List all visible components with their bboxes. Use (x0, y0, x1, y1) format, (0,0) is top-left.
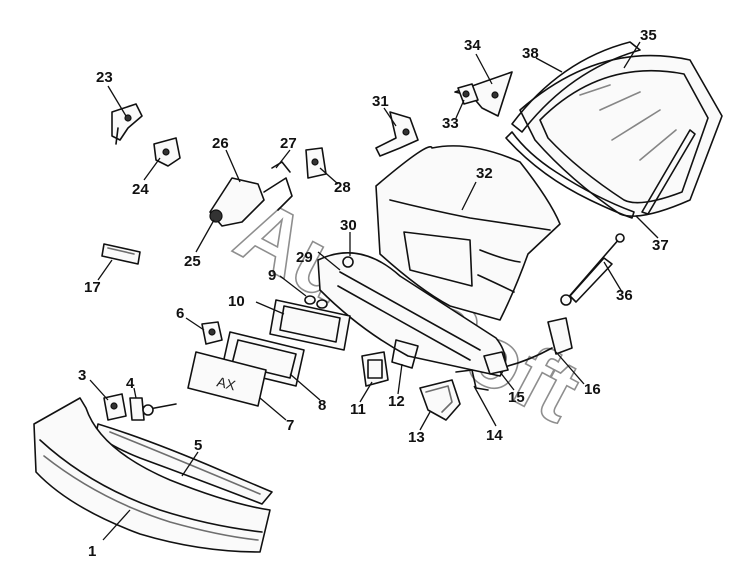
callout-26: 26 (212, 135, 229, 152)
lamp-bracket-part (455, 351, 509, 391)
gas-strut-part (560, 233, 625, 306)
windscreen-moulding-part (511, 41, 641, 133)
latch-mechanism-part (209, 161, 293, 227)
windscreen-part (519, 54, 723, 217)
callout-10: 10 (228, 293, 245, 310)
plate-bracket-part (269, 295, 351, 351)
front-bumper-part (33, 397, 271, 553)
headlamp-bracket-part (507, 317, 573, 367)
callout-4: 4 (126, 375, 135, 392)
callout-12: 12 (388, 393, 405, 410)
callout-16: 16 (584, 381, 601, 398)
callout-15: 15 (508, 389, 525, 406)
callout-29: 29 (296, 249, 313, 266)
callout-numbers: 1 3 4 5 6 7 8 9 10 11 12 13 14 15 16 17 … (78, 27, 669, 560)
callout-9: 9 (268, 267, 276, 284)
fog-lamp-part (361, 351, 389, 387)
callout-17: 17 (84, 279, 101, 296)
callout-1: 1 (88, 543, 96, 560)
lock-bracket-part (153, 137, 181, 167)
callout-24: 24 (132, 181, 149, 198)
callout-13: 13 (408, 429, 425, 446)
bonnet-hinge-part (375, 111, 419, 157)
callout-14: 14 (486, 427, 503, 444)
callout-27: 27 (280, 135, 297, 152)
callout-7: 7 (286, 417, 294, 434)
small-clip-part (305, 147, 327, 179)
indicator-lamp-part (419, 379, 461, 421)
lamp-seal-part (391, 339, 419, 369)
callout-3: 3 (78, 367, 86, 384)
number-plate-text: AX (215, 373, 238, 393)
hinge-bracket-part (454, 71, 513, 117)
badge-part (101, 243, 141, 265)
callout-34: 34 (464, 37, 481, 54)
callout-32: 32 (476, 165, 493, 182)
callout-8: 8 (318, 397, 326, 414)
callout-28: 28 (334, 179, 351, 196)
callout-11: 11 (350, 401, 366, 418)
bonnet-lock-part (111, 103, 143, 145)
callout-25: 25 (184, 253, 201, 270)
number-plate-part: AX (187, 351, 267, 407)
callout-33: 33 (442, 115, 459, 132)
clip-part (201, 321, 223, 345)
bumper-bracket-part (103, 393, 127, 421)
callout-31: 31 (372, 93, 389, 110)
callout-38: 38 (522, 45, 539, 62)
bumper-bolt-part (129, 397, 177, 421)
leader-lines (89, 41, 659, 541)
lower-moulding-part (505, 129, 696, 219)
callout-36: 36 (616, 287, 633, 304)
callout-5: 5 (194, 437, 202, 454)
callout-37: 37 (652, 237, 669, 254)
bonnet-part (375, 145, 561, 321)
callout-30: 30 (340, 217, 357, 234)
callout-35: 35 (640, 27, 657, 44)
callout-6: 6 (176, 305, 184, 322)
bumper-spoiler-part (95, 423, 273, 505)
callout-23: 23 (96, 69, 113, 86)
